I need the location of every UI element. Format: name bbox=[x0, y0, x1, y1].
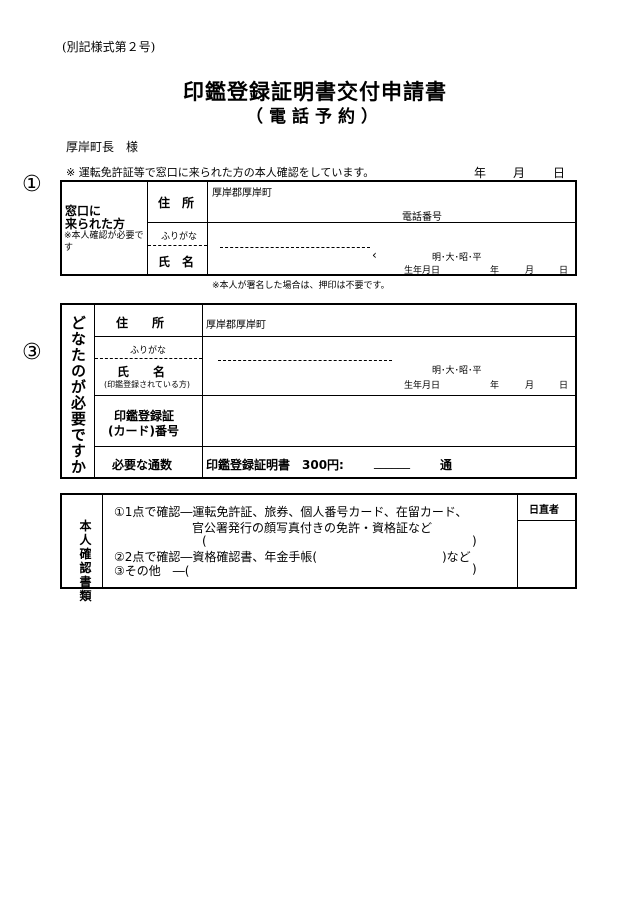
staff-stamp-area[interactable] bbox=[518, 521, 575, 587]
section3-day: 日 bbox=[559, 381, 569, 391]
section3-vertical-title: どなたのが必要ですか bbox=[69, 315, 87, 475]
section3-month: 月 bbox=[525, 381, 535, 391]
section1-birth-label: 生年月日 bbox=[404, 266, 441, 276]
section4-line4-close: )など bbox=[442, 550, 471, 564]
section3-name-dashline bbox=[218, 360, 392, 361]
section3-name-note: (印鑑登録されている方) bbox=[104, 380, 191, 389]
section3-card-label-line1: 印鑑登録証 bbox=[114, 409, 175, 423]
section1-name-dashline bbox=[220, 247, 370, 248]
section3-birth-label: 生年月日 bbox=[404, 381, 441, 391]
section1-title-line2: 来られた方 bbox=[65, 217, 126, 231]
page-subtitle: （電話予約） bbox=[246, 107, 384, 127]
section1-month: 月 bbox=[525, 266, 535, 276]
section3-count-value: 印鑑登録証明書 300円: bbox=[206, 458, 344, 472]
staff-label: 日直者 bbox=[529, 505, 559, 516]
section1-day: 日 bbox=[559, 266, 569, 276]
section3-count-blank[interactable]: ______ bbox=[374, 455, 410, 469]
section1-footnote: ※本人が署名した場合は、押印は不要です。 bbox=[212, 281, 390, 291]
section4-label: 本人確認書類 bbox=[79, 519, 93, 603]
section1-era-options: 明･大･昭･平 bbox=[432, 253, 482, 263]
section4-line1: ①1点で確認―運転免許証、旅券、個人番号カード、在留カード、 bbox=[114, 505, 468, 519]
section1-marker: ① bbox=[22, 172, 42, 197]
section3-count-unit: 通 bbox=[440, 458, 453, 472]
section3-address-label: 住 所 bbox=[116, 316, 165, 330]
section4-line3-open: ( bbox=[202, 534, 207, 548]
section4-line4: ②2点で確認―資格確認書、年金手帳( bbox=[114, 550, 318, 564]
section3-box: どなたのが必要ですか 住 所 厚岸郡厚岸町 ふりがな 氏 名 (印鑑登録されてい… bbox=[60, 303, 577, 479]
section4-line5-close: ) bbox=[472, 562, 477, 576]
section1-year: 年 bbox=[490, 266, 500, 276]
section1-title-line1: 窓口に bbox=[65, 204, 102, 218]
date-month-label: 月 bbox=[513, 166, 526, 180]
section3-era-options: 明･大･昭･平 bbox=[432, 366, 482, 376]
section3-address-value[interactable]: 厚岸郡厚岸町 bbox=[206, 320, 266, 331]
form-number-label: (別記様式第２号) bbox=[62, 40, 156, 54]
section1-furigana-label: ふりがな bbox=[161, 232, 198, 242]
section3-card-label-line2: (カード)番号 bbox=[108, 424, 179, 438]
date-day-label: 日 bbox=[553, 166, 566, 180]
section1-address-label: 住 所 bbox=[158, 196, 195, 210]
section3-count-label: 必要な通数 bbox=[112, 458, 173, 472]
section3-name-label: 氏 名 bbox=[117, 365, 166, 379]
section4-line2: 官公署発行の顔写真付きの免許・資格証など bbox=[192, 521, 433, 535]
section1-box: 窓口に 来られた方 ※本人確認が必要です 住 所 厚岸郡厚岸町 電話番号 ふりが… bbox=[60, 180, 577, 276]
addressee: 厚岸町長 様 bbox=[66, 140, 139, 154]
date-year-label: 年 bbox=[474, 166, 487, 180]
section1-phone-label: 電話番号 bbox=[402, 212, 442, 223]
section3-marker: ③ bbox=[22, 340, 42, 365]
section1-name-label: 氏 名 bbox=[158, 255, 195, 269]
section3-year: 年 bbox=[490, 381, 500, 391]
section1-address-value[interactable]: 厚岸郡厚岸町 bbox=[212, 188, 272, 199]
page-title: 印鑑登録証明書交付申請書 bbox=[183, 80, 447, 104]
id-check-notice: ※ 運転免許証等で窓口に来られた方の本人確認をしています。 bbox=[66, 166, 375, 179]
section4-line3-close: ) bbox=[472, 534, 477, 548]
section1-arrow: ‹ bbox=[372, 248, 377, 262]
section4-line5: ③その他 ―( bbox=[114, 564, 190, 578]
section4-box: 本人確認書類 ①1点で確認―運転免許証、旅券、個人番号カード、在留カード、 官公… bbox=[60, 493, 577, 603]
section3-furigana-label: ふりがな bbox=[130, 346, 167, 356]
section1-note: ※本人確認が必要です bbox=[64, 231, 144, 253]
